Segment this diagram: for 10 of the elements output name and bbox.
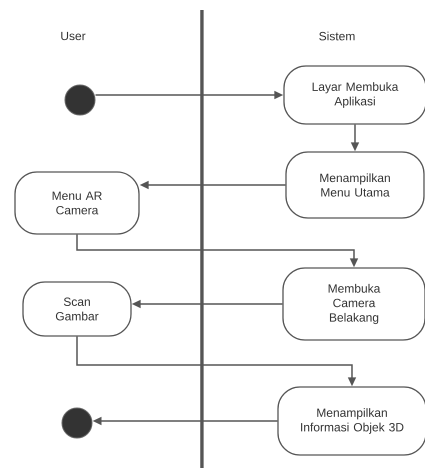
activity-box: Membuka Camera Belakang	[282, 267, 425, 341]
activity-box: Menampilkan Menu Utama	[285, 151, 425, 219]
activity-box: Menampilkan Informasi Objek 3D	[277, 386, 425, 456]
lane-heading: Sistem	[319, 32, 355, 40]
lane-heading: User	[61, 32, 86, 40]
state-dot	[62, 408, 92, 438]
activity-box: Scan Gambar	[22, 281, 132, 337]
state-dot	[64, 84, 96, 116]
activity-box: Menu AR Camera	[14, 171, 140, 235]
activity-box: Layar Membuka Aplikasi	[283, 65, 425, 125]
